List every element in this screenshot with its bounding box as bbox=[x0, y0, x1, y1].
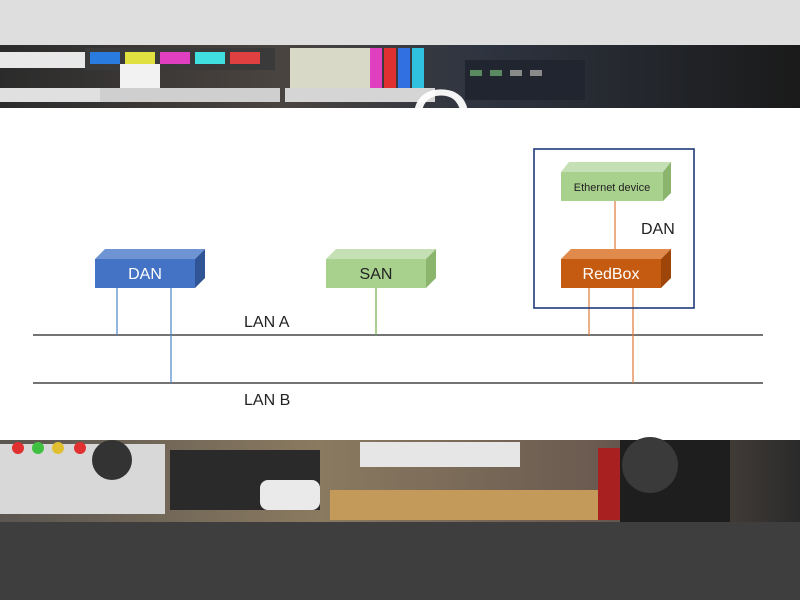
redbox-node: RedBox bbox=[561, 249, 671, 288]
dan-node-label: DAN bbox=[128, 266, 162, 283]
ethernet-device-label: Ethernet device bbox=[574, 182, 650, 194]
background-photo-top: O bbox=[0, 45, 800, 162]
ethernet-device-node: Ethernet device bbox=[561, 162, 671, 201]
redbox-dan-group bbox=[533, 148, 695, 309]
lan-b-label: LAN B bbox=[244, 392, 290, 409]
dan-group-label: DAN bbox=[641, 221, 675, 238]
san-node-label: SAN bbox=[360, 266, 393, 283]
dan-node: DAN bbox=[95, 249, 205, 288]
top-bar bbox=[0, 0, 800, 45]
san-node: SAN bbox=[326, 249, 436, 288]
redbox-node-label: RedBox bbox=[583, 266, 640, 283]
background-photo-bottom bbox=[0, 437, 800, 522]
lan-a-label: LAN A bbox=[244, 314, 290, 331]
bottom-bar bbox=[0, 522, 800, 600]
